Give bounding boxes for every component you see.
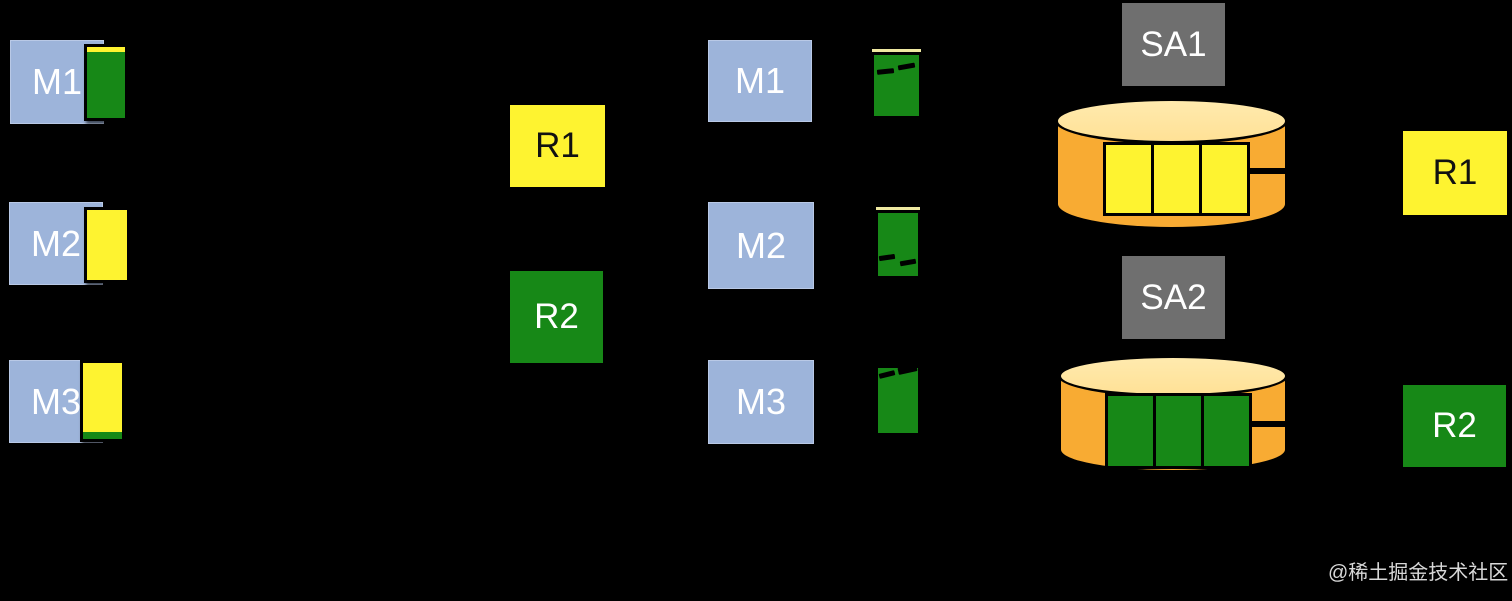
queue-item-green [87,52,125,118]
router-label: R1 [535,126,580,165]
message-topstrip [876,207,920,210]
router-label: R1 [1432,153,1478,192]
watermark-text: @稀土掘金技术社区 [1328,562,1509,584]
queue-slot-yellow [1103,142,1154,216]
queue-slot-green [1153,393,1204,469]
dash-mark [899,258,917,267]
queue-cylinder-sa1 [1055,98,1288,230]
message-body-green [876,211,920,278]
message-body-green [872,53,921,118]
queue-slot-green [1201,393,1252,469]
storage-agent-box-sa2: SA2 [1122,256,1225,339]
message-body-green [876,364,920,435]
cylinder-top-ellipse [1055,98,1288,144]
router-label: R2 [1432,406,1477,445]
queue-track-line [1233,168,1285,174]
router-box-r1-mid: R1 [510,105,605,187]
router-box-r2-right: R2 [1403,385,1506,467]
message-rect-m2 [876,207,920,278]
dash-mark [897,62,916,71]
queue-slot-yellow [1151,142,1202,216]
machine-box-mid-m1: M1 [708,40,812,122]
router-box-r2-mid: R2 [510,271,603,363]
message-topstrip [872,49,921,52]
queue-slot-green [1105,393,1156,469]
queue-item-yellow [87,47,125,52]
machine-box-mid-m3: M3 [708,360,814,444]
message-rect-m3 [876,364,920,435]
router-box-r1-right: R1 [1403,131,1507,215]
machine-label: M3 [735,381,786,422]
machine-label: M3 [30,380,81,422]
queue-cylinder-sa2 [1058,355,1288,473]
dash-mark [876,68,895,75]
storage-agent-label: SA2 [1140,277,1207,317]
machine-label: M2 [735,224,786,266]
machine-label: M2 [30,222,81,264]
queue-item-yellow [83,363,122,432]
queue-slots-sa2 [1105,393,1252,469]
storage-agent-box-sa1: SA1 [1122,3,1225,86]
router-label: R2 [534,297,579,336]
storage-agent-label: SA1 [1140,24,1207,64]
machine-label: M1 [734,60,785,101]
machine-label: M1 [31,61,82,102]
message-rect-m1 [872,49,921,118]
dash-mark [897,364,918,375]
machine-box-mid-m2: M2 [708,202,814,289]
queue-slots-sa1 [1103,142,1250,216]
cylinder-top-ellipse [1058,355,1288,397]
queue-slot-yellow [1199,142,1250,216]
queue-rect-left-m3 [80,360,125,442]
queue-rect-left-m2 [84,207,130,283]
queue-track-line [1235,421,1285,427]
queue-rect-left-m1 [84,44,128,121]
queue-item-yellow [87,210,127,280]
dash-mark [878,253,896,262]
queue-item-green [83,432,122,439]
dash-mark [878,370,896,379]
